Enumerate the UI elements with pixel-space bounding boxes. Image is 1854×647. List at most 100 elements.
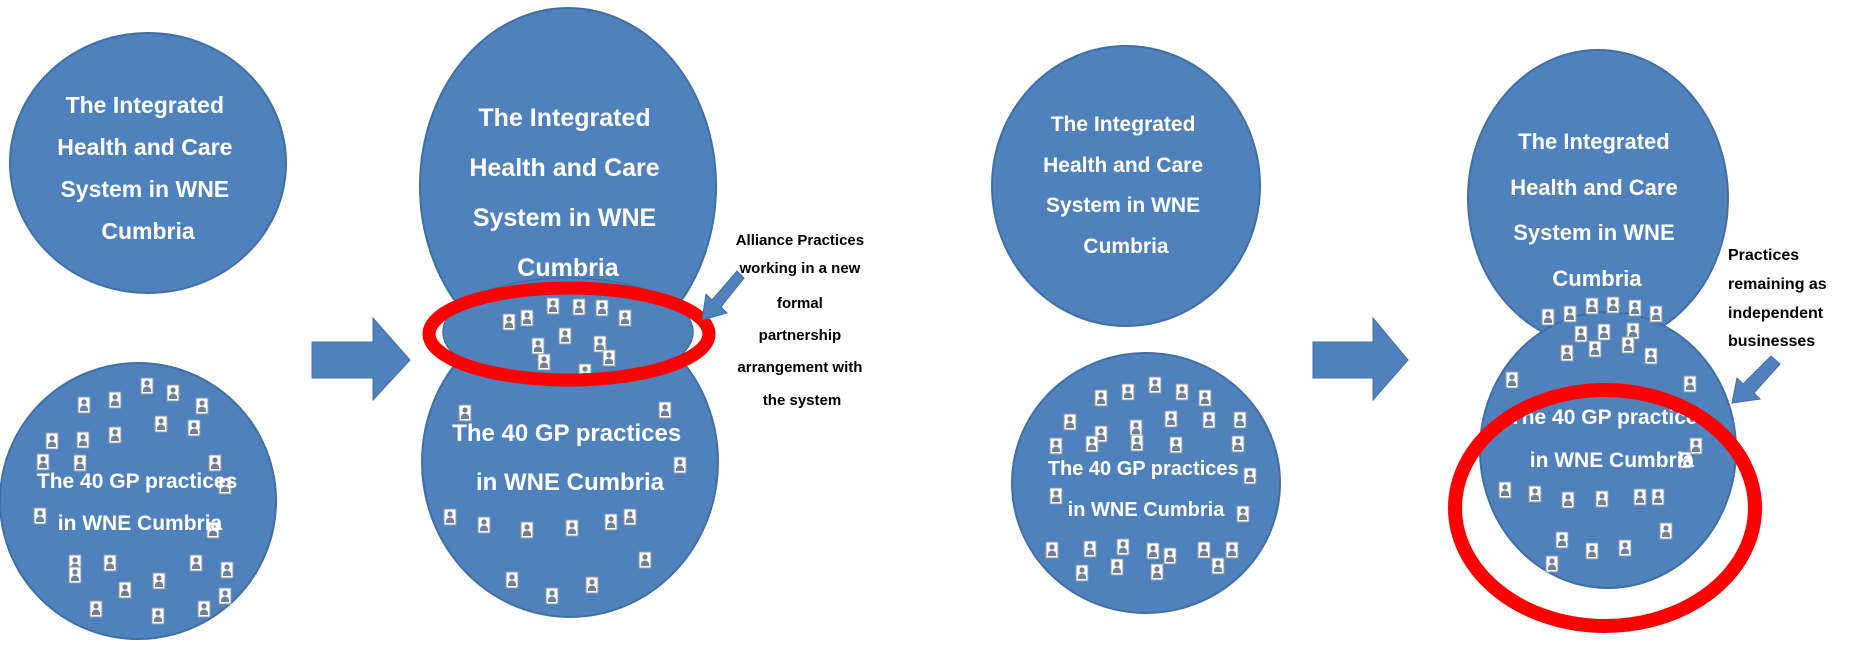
s1-annotation: Alliance Practices working in a new form… — [736, 232, 869, 409]
gp-practice-icon — [638, 551, 652, 569]
gp-practice-icon — [673, 456, 687, 474]
gp-practice-icon — [1628, 299, 1642, 317]
s2-after-system-circle: The Integrated Health and Care System in… — [1467, 49, 1729, 347]
gp-practice-icon — [218, 587, 232, 605]
gp-practice-icon — [1649, 305, 1663, 323]
scenario-2: The Integrated Health and Care System in… — [991, 45, 1831, 633]
gp-practice-icon — [1561, 491, 1575, 509]
gp-practice-icon — [602, 349, 616, 367]
gp-practice-icon — [152, 572, 166, 590]
gp-practice-icon — [1202, 411, 1216, 429]
gp-practice-icon — [195, 397, 209, 415]
gp-practice-icon — [33, 507, 47, 525]
s1-practices-circle: The 40 GP practices in WNE Cumbria — [0, 362, 277, 640]
gp-practice-icon — [458, 404, 472, 422]
s1-highlight-ellipse — [422, 281, 716, 387]
gp-practice-icon — [1121, 383, 1135, 401]
gp-practice-icon — [1597, 323, 1611, 341]
gp-practice-icon — [1555, 531, 1569, 549]
gp-practice-icon — [1498, 481, 1512, 499]
gp-practice-icon — [197, 600, 211, 618]
gp-practice-icon — [585, 576, 599, 594]
gp-practice-icon — [1110, 558, 1124, 576]
gp-practice-icon — [1116, 538, 1130, 556]
gp-practice-icon — [1633, 488, 1647, 506]
s2-system-label: The Integrated Health and Care System in… — [1043, 113, 1209, 258]
gp-practice-icon — [1528, 485, 1542, 503]
gp-practice-icon — [1541, 308, 1555, 326]
gp-practice-icon — [1595, 490, 1609, 508]
gp-practice-icon — [1225, 541, 1239, 559]
gp-practice-icon — [1049, 437, 1063, 455]
gp-practice-icon — [520, 309, 534, 327]
s2-practices-label: The 40 GP practices in WNE Cumbria — [1048, 458, 1244, 521]
gp-practice-icon — [572, 298, 586, 316]
gp-practice-icon — [520, 521, 534, 539]
gp-practice-icon — [154, 415, 168, 433]
gp-practice-icon — [1585, 542, 1599, 560]
gp-practice-icon — [208, 454, 222, 472]
gp-practice-icon — [1175, 383, 1189, 401]
gp-practice-icon — [546, 297, 560, 315]
gp-practice-icon — [45, 432, 59, 450]
gp-practice-icon — [1169, 436, 1183, 454]
gp-practice-icon — [1063, 413, 1077, 431]
gp-practice-icon — [103, 554, 117, 572]
gp-practice-icon — [68, 566, 82, 584]
gp-practice-icon — [108, 391, 122, 409]
gp-practice-icon — [1164, 410, 1178, 428]
s1-practices-label: The 40 GP practices in WNE Cumbria — [37, 470, 243, 535]
gp-practice-icon — [166, 384, 180, 402]
gp-practice-icon — [1621, 336, 1635, 354]
gp-practice-icon — [1163, 547, 1177, 565]
gp-practice-icon — [1606, 296, 1620, 314]
gp-practice-icon — [565, 519, 579, 537]
gp-practice-icon — [1049, 487, 1063, 505]
gp-practice-icon — [558, 327, 572, 345]
gp-practice-icon — [1211, 557, 1225, 575]
s2-practices-circle: The 40 GP practices in WNE Cumbria — [1011, 352, 1281, 614]
s1-system-circle: The Integrated Health and Care System in… — [9, 32, 287, 294]
gp-practice-icon — [1231, 435, 1245, 453]
gp-practice-icon — [618, 309, 632, 327]
gp-practice-icon — [1150, 563, 1164, 581]
gp-practice-icon — [1563, 305, 1577, 323]
gp-practice-icon — [1574, 325, 1588, 343]
gp-practice-icon — [1683, 375, 1697, 393]
s2-after-system-label: The Integrated Health and Care System in… — [1510, 129, 1684, 291]
s2-highlight-ellipse — [1448, 383, 1762, 633]
gp-practice-icon — [1585, 297, 1599, 315]
gp-practice-icon — [1148, 376, 1162, 394]
gp-practice-icon — [1651, 488, 1665, 506]
gp-practice-icon — [502, 313, 516, 331]
gp-practice-icon — [595, 299, 609, 317]
scenario-1: The Integrated Health and Care System in… — [0, 7, 869, 640]
gp-practice-icon — [108, 426, 122, 444]
gp-practice-icon — [1075, 564, 1089, 582]
gp-practice-icon — [89, 600, 103, 618]
right-arrow-icon — [1312, 316, 1409, 402]
callout-arrow-icon — [1731, 355, 1781, 404]
gp-practice-icon — [140, 377, 154, 395]
gp-practice-icon — [1130, 434, 1144, 452]
gp-practice-icon — [36, 453, 50, 471]
gp-practice-icon — [189, 554, 203, 572]
gp-practice-icon — [151, 607, 165, 625]
s2-annotation: Practices remaining as independent busin… — [1728, 247, 1831, 350]
gp-practice-icon — [505, 571, 519, 589]
gp-practice-icon — [477, 516, 491, 534]
gp-practice-icon — [545, 587, 559, 605]
gp-practice-icon — [1588, 340, 1602, 358]
gp-practice-icon — [1233, 411, 1247, 429]
gp-practice-icon — [1146, 542, 1160, 560]
right-arrow-icon — [311, 316, 411, 402]
s1-after-system-label: The Integrated Health and Care System in… — [469, 104, 666, 282]
gp-practice-icon — [1085, 435, 1099, 453]
gp-practice-icon — [1094, 389, 1108, 407]
callout-arrow-icon — [701, 270, 745, 321]
gp-practice-icon — [118, 581, 132, 599]
gp-practice-icon — [73, 454, 87, 472]
gp-practice-icon — [623, 508, 637, 526]
gp-practice-icon — [1197, 541, 1211, 559]
